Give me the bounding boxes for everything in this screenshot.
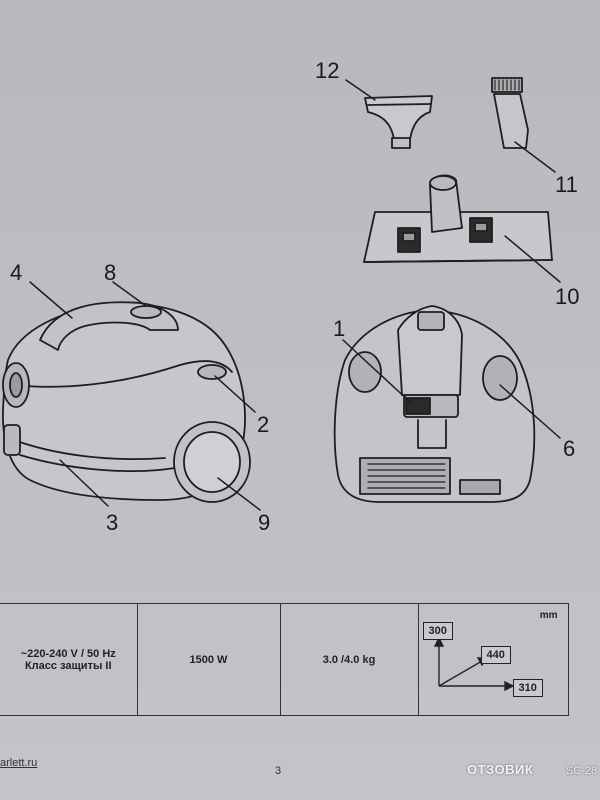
dimension-height: 300 <box>422 622 453 640</box>
callout-2: 2 <box>257 412 270 437</box>
spec-weight: 3.0 /4.0 kg <box>279 603 419 716</box>
callout-12: 12 <box>315 58 340 83</box>
callout-9: 9 <box>258 510 271 535</box>
spec-power: 1500 W <box>136 603 281 716</box>
spec-voltage: ~220-240 V / 50 Hz <box>20 647 116 660</box>
page-number: 3 <box>275 765 282 777</box>
callout-11: 11 <box>555 172 578 197</box>
upholstery-nozzle <box>364 95 433 149</box>
spec-dimensions-cell: mm 300 440 310 <box>417 603 569 716</box>
dimension-width: 310 <box>512 679 543 697</box>
callout-3: 3 <box>106 510 119 535</box>
callout-6: 6 <box>563 436 576 461</box>
leader-lines <box>29 79 561 511</box>
footer-website: arlett.ru <box>0 757 38 769</box>
model-code: SC-28 <box>566 765 598 777</box>
spec-voltage-cell: ~220-240 V / 50 Hz Класс защиты II <box>0 603 138 716</box>
callout-10: 10 <box>555 284 580 309</box>
watermark-logo: ОТЗОВИК <box>467 762 534 777</box>
callout-4: 4 <box>10 260 23 285</box>
callout-1: 1 <box>333 316 346 341</box>
spec-protection-class: Класс защиты II <box>24 659 112 672</box>
dimension-depth: 440 <box>480 646 511 664</box>
vacuum-side-view <box>2 301 251 503</box>
specifications-table: ~220-240 V / 50 Hz Класс защиты II 1500 … <box>0 603 569 716</box>
vacuum-rear-view <box>333 305 536 503</box>
dimensions-diagram <box>433 636 515 692</box>
callout-8: 8 <box>104 260 117 285</box>
dimensions-unit: mm <box>539 610 558 621</box>
crevice-brush <box>491 77 529 149</box>
floor-nozzle <box>363 174 553 263</box>
